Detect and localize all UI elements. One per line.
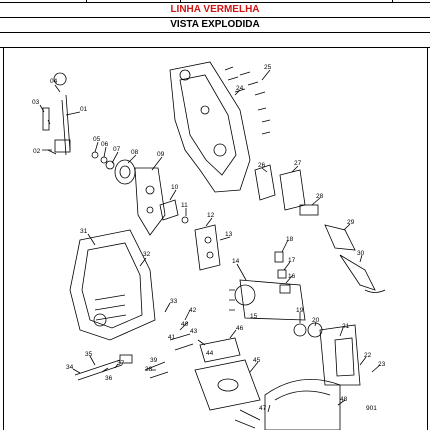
part-label: 20 [312,317,320,324]
part-label: 45 [253,357,261,364]
part-label: 901 [366,405,377,412]
top-rule [0,0,430,3]
part-label: 25 [264,64,272,71]
part-label: 43 [190,328,198,335]
blank-row [0,33,430,48]
part-label: 02 [33,148,41,155]
exploded-view-title: VISTA EXPLODIDA [0,18,430,33]
part-label: 19 [296,307,304,314]
part-label: 15 [250,313,258,320]
table-divider [392,0,393,3]
part-label: 18 [286,236,294,243]
part-label: 44 [206,350,214,357]
diagram-frame [3,48,428,430]
part-label: 24 [236,85,244,92]
part-label: 47 [259,405,267,412]
part-label: 28 [316,193,324,200]
part-label: 32 [143,251,151,258]
part-label: 08 [131,149,139,156]
part-label: 12 [207,212,215,219]
product-line-title: LINHA VERMELHA [0,3,430,18]
part-label: 48 [340,396,348,403]
part-label: 27 [294,160,302,167]
part-label: 34 [66,364,74,371]
part-label: 05 [93,136,101,143]
part-label: 35 [85,351,93,358]
part-label: 21 [342,323,350,330]
part-label: 39 [150,357,158,364]
part-label: 29 [347,219,355,226]
part-label: 30 [357,250,365,257]
part-label: 01 [80,106,88,113]
table-divider [86,0,87,3]
part-label: 17 [288,257,296,264]
part-label: 22 [364,352,372,359]
part-label: 10 [171,184,179,191]
part-label: 16 [288,273,296,280]
part-label: 07 [113,146,121,153]
part-label: 46 [236,325,244,332]
part-label: 36 [105,375,113,382]
part-labels: 04 03 01 02 05 06 07 08 09 10 11 12 13 1… [32,64,386,412]
part-label: 40 [181,321,189,328]
part-label: 14 [232,258,240,265]
part-label: 42 [189,307,197,314]
part-label: 23 [378,361,386,368]
part-label: 41 [168,334,176,341]
part-label: 11 [181,202,188,209]
part-label: 33 [170,298,178,305]
part-label: 26 [258,162,266,169]
part-label: 37 [117,360,125,367]
part-label: 13 [225,231,233,238]
part-label: 06 [101,141,109,148]
part-label: 38 [145,366,153,373]
part-label: 03 [32,99,40,106]
table-divider [180,0,181,3]
part-label: 04 [50,78,58,85]
part-label: 31 [80,228,88,235]
part-label: 09 [157,151,165,158]
